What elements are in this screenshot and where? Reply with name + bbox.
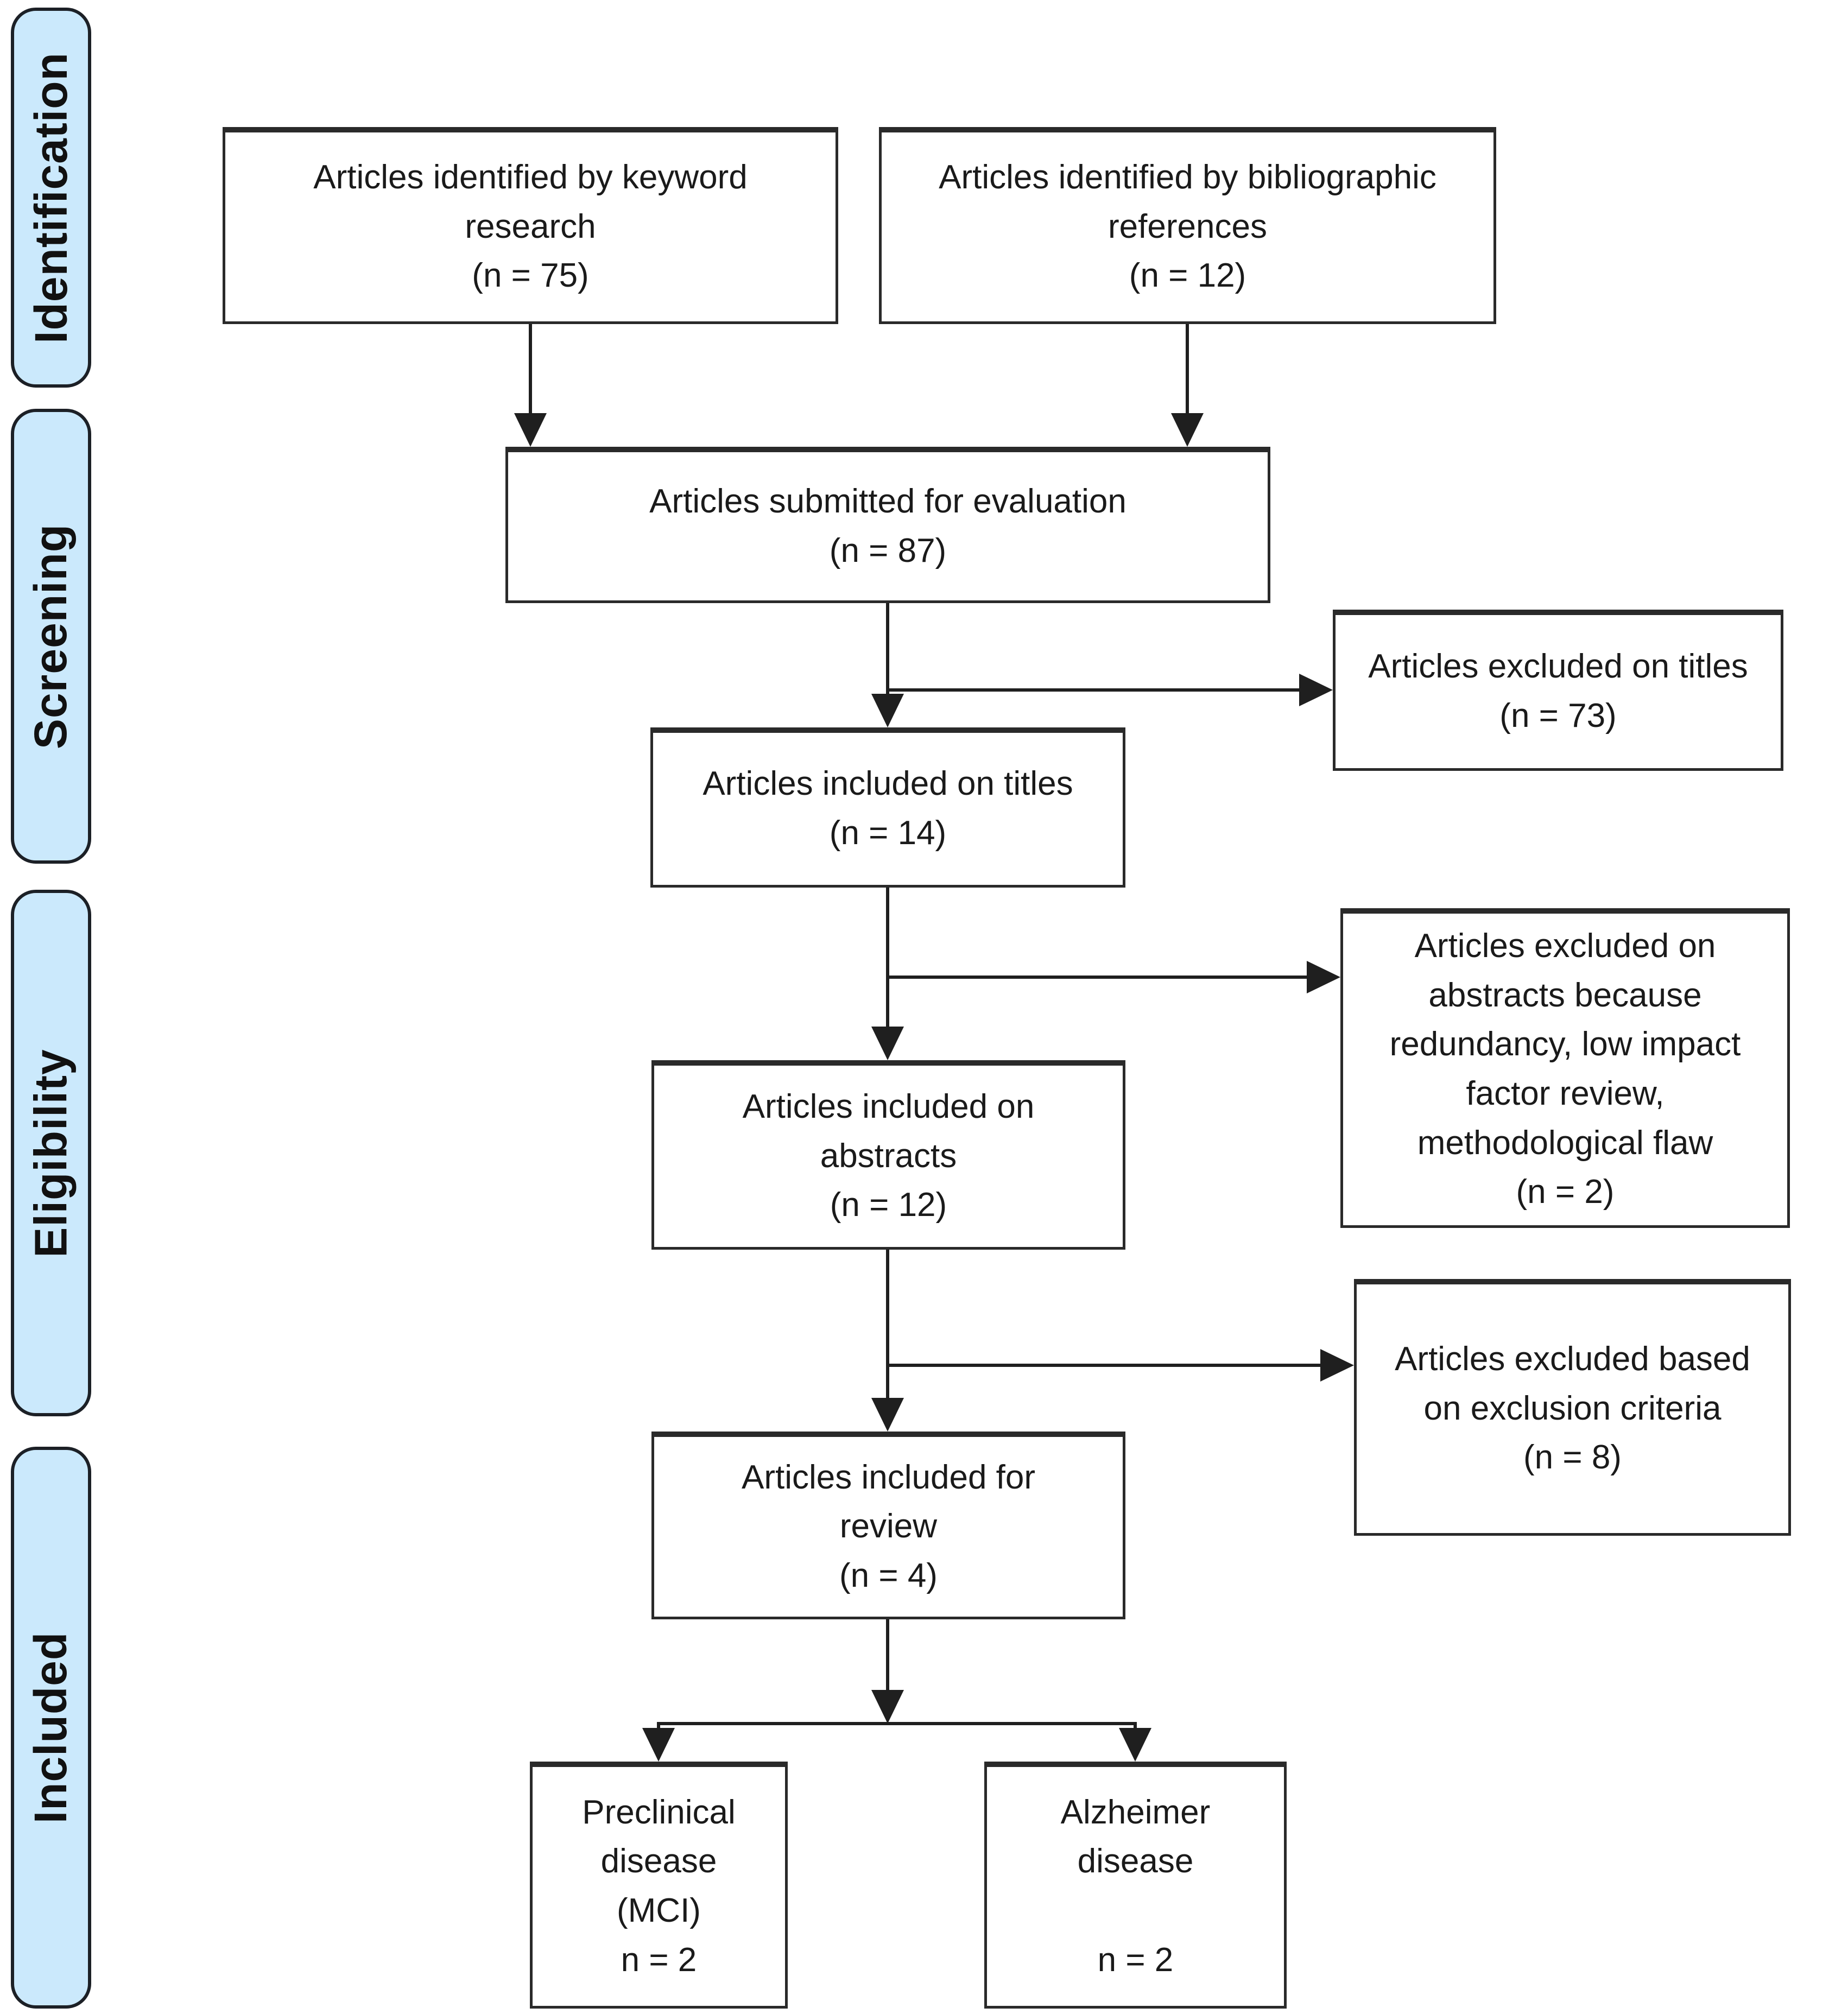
stage-eligibility: Eligibility <box>11 890 91 1416</box>
box-identified-keyword: Articles identified by keyword research … <box>223 127 838 324</box>
box-alzheimer: Alzheimer disease n = 2 <box>984 1762 1287 2009</box>
line-abstracts-to-review <box>886 1250 889 1399</box>
box-excluded-titles: Articles excluded on titles (n = 73) <box>1333 610 1783 771</box>
stage-eligibility-label: Eligibility <box>25 1048 77 1258</box>
box-included-titles: Articles included on titles (n = 14) <box>650 727 1125 888</box>
line-included-titles-to-abstracts <box>886 888 889 1028</box>
line-split-to-alzheimer <box>1134 1722 1137 1733</box>
box-excluded-criteria: Articles excluded based on exclusion cri… <box>1354 1279 1791 1536</box>
line-branch-excluded-criteria <box>886 1364 1321 1367</box>
stage-identification: Identification <box>11 8 91 388</box>
arrowhead-branch-excluded-abstracts <box>1307 961 1340 993</box>
arrowhead-branch-excluded-titles <box>1299 674 1333 706</box>
box-included-review: Articles included for review (n = 4) <box>651 1432 1125 1619</box>
box-excluded-abstracts: Articles excluded on abstracts because r… <box>1340 908 1790 1228</box>
box-preclinical-mci: Preclinical disease (MCI) n = 2 <box>530 1762 788 2009</box>
line-evaluation-to-included-titles <box>886 603 889 695</box>
line-keyword-to-evaluation <box>529 324 532 416</box>
box-submitted-evaluation: Articles submitted for evaluation (n = 8… <box>505 447 1270 603</box>
box-identified-bibliographic: Articles identified by bibliographic ref… <box>879 127 1496 324</box>
stage-included: Included <box>11 1447 91 2009</box>
line-branch-excluded-abstracts <box>886 976 1308 979</box>
stage-included-label: Included <box>25 1631 77 1824</box>
line-split-to-preclinical <box>657 1722 660 1733</box>
arrowhead-review-to-split <box>871 1690 904 1724</box>
stage-screening: Screening <box>11 409 91 864</box>
arrowhead-split-to-preclinical <box>642 1728 675 1762</box>
box-included-abstracts: Articles included on abstracts (n = 12) <box>651 1060 1125 1250</box>
arrowhead-abstracts-to-review <box>871 1398 904 1432</box>
arrowhead-branch-excluded-criteria <box>1320 1349 1354 1382</box>
arrowhead-split-to-alzheimer <box>1119 1728 1151 1762</box>
arrowhead-keyword-to-evaluation <box>514 413 547 447</box>
line-branch-excluded-titles <box>886 688 1303 692</box>
line-split-bar <box>657 1722 1137 1725</box>
line-review-to-split <box>886 1619 889 1691</box>
stage-screening-label: Screening <box>25 523 77 749</box>
arrowhead-evaluation-to-included-titles <box>871 694 904 727</box>
line-bibliographic-to-evaluation <box>1186 324 1189 416</box>
arrowhead-included-titles-to-abstracts <box>871 1027 904 1060</box>
arrowhead-bibliographic-to-evaluation <box>1171 413 1204 447</box>
stage-identification-label: Identification <box>25 52 77 344</box>
